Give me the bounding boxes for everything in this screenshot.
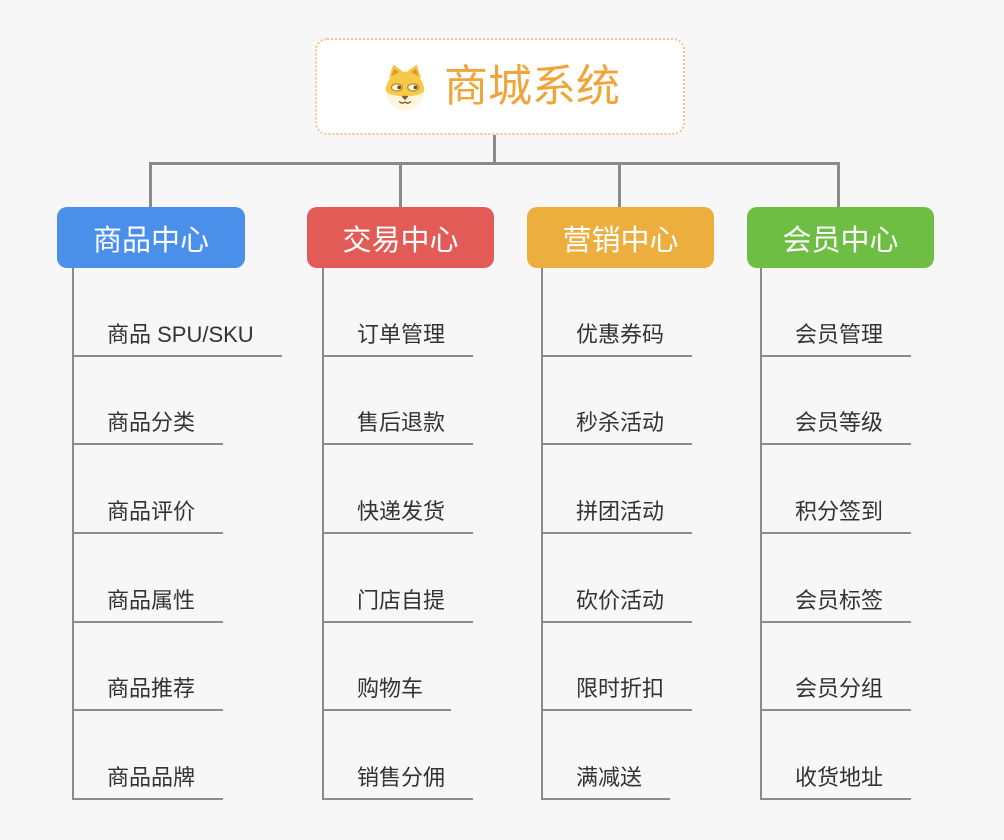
leaf-node[interactable]: 售后退款 — [324, 357, 474, 446]
leaf-node[interactable]: 积分签到 — [762, 445, 912, 535]
leaf-node[interactable]: 门店自提 — [324, 534, 474, 623]
branch-header-member-center[interactable]: 会员中心 — [747, 207, 934, 268]
connector-drop-product-center — [149, 162, 152, 208]
connector-root-stem — [493, 134, 496, 164]
leaf-node[interactable]: 会员标签 — [762, 534, 912, 623]
leaf-node[interactable]: 优惠券码 — [543, 268, 693, 357]
leaf-node[interactable]: 商品属性 — [74, 534, 282, 623]
branch-items-member-center: 会员管理 会员等级 积分签到 会员标签 会员分组 收货地址 — [760, 268, 912, 801]
leaf-node[interactable]: 会员管理 — [762, 268, 912, 357]
leaf-node[interactable]: 商品评价 — [74, 445, 282, 535]
leaf-node[interactable]: 商品 SPU/SKU — [74, 268, 282, 357]
leaf-node[interactable]: 会员等级 — [762, 357, 912, 446]
leaf-node[interactable]: 销售分佣 — [324, 711, 474, 801]
leaf-node[interactable]: 拼团活动 — [543, 445, 693, 535]
leaf-node[interactable]: 秒杀活动 — [543, 357, 693, 446]
branch-header-label: 营销中心 — [562, 224, 679, 257]
branch-header-label: 会员中心 — [782, 224, 899, 257]
branch-header-label: 商品中心 — [92, 224, 209, 257]
leaf-node[interactable]: 砍价活动 — [543, 534, 693, 623]
leaf-node[interactable]: 商品分类 — [74, 357, 282, 446]
leaf-node[interactable]: 收货地址 — [762, 711, 912, 801]
leaf-node[interactable]: 购物车 — [324, 623, 473, 712]
leaf-node[interactable]: 商品推荐 — [74, 623, 282, 712]
connector-drop-marketing-center — [618, 162, 621, 208]
branch-items-trade-center: 订单管理 售后退款 快递发货 门店自提 购物车 销售分佣 — [322, 268, 474, 801]
connector-drop-trade-center — [399, 162, 402, 208]
leaf-node[interactable]: 会员分组 — [762, 623, 912, 712]
leaf-node[interactable]: 商品品牌 — [74, 711, 282, 801]
leaf-node[interactable]: 订单管理 — [324, 268, 474, 357]
leaf-node[interactable]: 满减送 — [543, 711, 692, 801]
root-title: 商城系统 — [444, 61, 620, 111]
connector-drop-member-center — [837, 162, 840, 208]
branch-header-trade-center[interactable]: 交易中心 — [307, 207, 494, 268]
root-node[interactable]: 商城系统 — [315, 38, 685, 135]
leaf-node[interactable]: 快递发货 — [324, 445, 474, 535]
branch-header-marketing-center[interactable]: 营销中心 — [527, 207, 714, 268]
dog-face-icon — [385, 64, 425, 110]
branch-items-marketing-center: 优惠券码 秒杀活动 拼团活动 砍价活动 限时折扣 满减送 — [541, 268, 693, 801]
connector-horizontal-bar — [149, 162, 840, 165]
leaf-node[interactable]: 限时折扣 — [543, 623, 693, 712]
branch-header-product-center[interactable]: 商品中心 — [57, 207, 245, 268]
branch-items-product-center: 商品 SPU/SKU 商品分类 商品评价 商品属性 商品推荐 商品品牌 — [72, 268, 282, 801]
branch-header-label: 交易中心 — [342, 224, 459, 257]
